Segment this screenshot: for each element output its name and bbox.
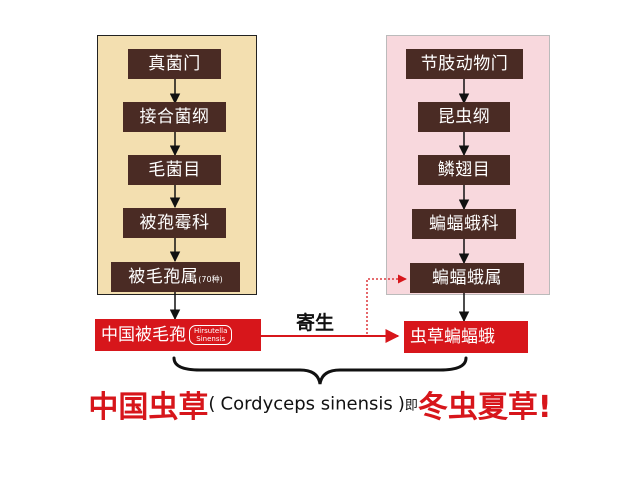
fungi-phylum-box: 真菌门 bbox=[128, 49, 221, 79]
caption-alias: 冬虫夏草! bbox=[417, 390, 552, 425]
insect-order-box: 鳞翅目 bbox=[418, 155, 510, 185]
fungus-species-label: 中国被毛孢 bbox=[101, 325, 186, 345]
fungi-genus-note: (70种) bbox=[198, 275, 223, 284]
caption-close-paren: ) bbox=[397, 393, 405, 415]
insect-genus-box: 蝙蝠蛾属 bbox=[410, 263, 524, 293]
caption-latin-name: Cordyceps sinensis bbox=[220, 393, 393, 415]
fungi-order-box: 毛菌目 bbox=[128, 155, 221, 185]
fungi-genus-label: 被毛孢属 bbox=[128, 267, 199, 287]
curly-brace bbox=[172, 356, 468, 385]
insect-family-box: 蝙蝠蛾科 bbox=[412, 209, 516, 239]
caption-open-paren: ( bbox=[208, 393, 216, 415]
parasitism-label: 寄生 bbox=[296, 312, 335, 334]
fungi-genus-box: 被毛孢属(70种) bbox=[111, 262, 240, 292]
insect-class-box: 昆虫纲 bbox=[418, 102, 510, 132]
fungi-family-box: 被孢霉科 bbox=[123, 208, 226, 238]
caption-name: 中国虫草 bbox=[88, 390, 209, 425]
caption-ji: 即 bbox=[404, 398, 418, 414]
caption: 中国虫草( Cordyceps sinensis )即冬虫夏草! bbox=[0, 382, 640, 426]
insect-species-box: 虫草蝙蝠蛾 bbox=[404, 321, 528, 353]
dotted-elbow-arrow bbox=[366, 274, 407, 334]
fungi-class-box: 接合菌纲 bbox=[123, 102, 226, 132]
insect-phylum-box: 节肢动物门 bbox=[406, 49, 523, 79]
